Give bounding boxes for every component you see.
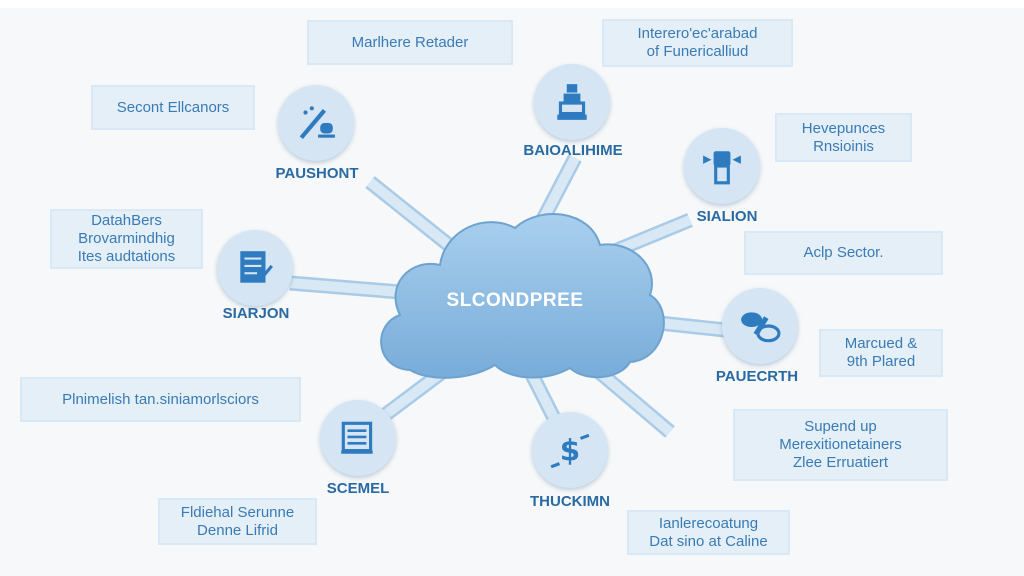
box-text: Ianlerecoatung: [658, 514, 759, 532]
node-pauecrth[interactable]: [722, 288, 798, 364]
box-text: Aclp Sector.: [803, 244, 884, 261]
device-icon: [703, 151, 741, 185]
node-siarjon[interactable]: [217, 230, 293, 306]
box-text: Merexitionetainers: [779, 436, 902, 453]
document-icon: [341, 421, 373, 454]
node-label: SIARJON: [222, 305, 290, 322]
info-box: Aclp Sector.: [744, 231, 943, 275]
box-text: of Funericalliud: [646, 43, 749, 60]
node-scemel[interactable]: [320, 400, 396, 476]
box-text: 9th Plared: [846, 353, 916, 370]
info-box: Secont Ellcanors: [91, 85, 255, 130]
box-text: Supend up: [804, 418, 877, 435]
pills-icon: [741, 312, 781, 343]
box-text: Ites audtations: [77, 248, 176, 265]
box-text: Secont Ellcanors: [116, 98, 230, 116]
box-text: Hevepunces: [801, 119, 886, 137]
svg-text:$: $: [560, 434, 580, 468]
checklist-icon: [240, 251, 274, 283]
info-box: Plnimelish tan.siniamorlsciors: [20, 377, 301, 422]
node-sialion[interactable]: [684, 128, 760, 204]
cloud-hub: [380, 213, 665, 379]
node-baioalihime[interactable]: [534, 64, 610, 140]
info-box: Marcued &9th Plared: [819, 329, 943, 377]
box-text: Zlee Erruatiert: [792, 454, 889, 471]
box-text: Marcued &: [844, 335, 918, 352]
box-text: Marlhere Retader: [351, 33, 469, 51]
node-label: BAIOALIHIME: [523, 142, 623, 159]
hub-title: SLCONDPREE: [446, 290, 584, 311]
top-bar: [0, 0, 1024, 8]
node-paushont[interactable]: [278, 85, 354, 161]
box-text: Dat sino at Caline: [649, 532, 768, 550]
box-text: Interero'ec'arabad: [637, 25, 758, 42]
box-text: Rnsioinis: [813, 137, 874, 155]
box-text: Brovarmindhig: [78, 230, 175, 247]
node-label: SIALION: [696, 208, 758, 225]
node-label: THUCKIMN: [530, 493, 610, 510]
exchange-icon: $: [550, 434, 590, 469]
building-icon: [557, 84, 587, 120]
pen-tool-icon: [299, 106, 335, 140]
box-text: DatahBers: [91, 212, 162, 229]
box-text: Fldiehal Serunne: [180, 503, 295, 521]
box-text: Denne Lifrid: [197, 521, 278, 539]
node-thuckimn[interactable]: $: [532, 412, 608, 488]
box-text: Plnimelish tan.siniamorlsciors: [62, 390, 259, 408]
info-box: Marlhere Retader: [307, 20, 513, 65]
node-label: PAUSHONT: [275, 165, 359, 182]
node-label: PAUECRTH: [715, 368, 799, 385]
node-label: SCEMEL: [326, 480, 390, 497]
